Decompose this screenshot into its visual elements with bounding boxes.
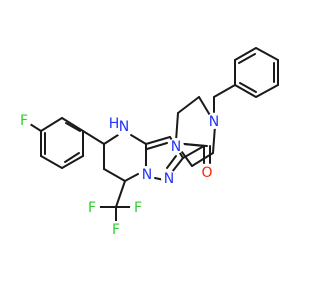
- atom-label: N: [209, 114, 219, 130]
- bond: [103, 134, 119, 145]
- bond: [103, 168, 126, 182]
- bond: [191, 152, 214, 167]
- molecule-structure: F N H N N O N N F: [16, 47, 279, 238]
- bond: [177, 96, 200, 114]
- bond: [171, 157, 184, 173]
- atom-label: N: [164, 171, 174, 187]
- bond: [239, 82, 257, 93]
- bond: [40, 155, 63, 169]
- bond: [124, 173, 139, 182]
- bond: [234, 84, 257, 98]
- atom-n-piperazine1: N: [168, 138, 184, 155]
- bond: [145, 136, 171, 145]
- bond: [146, 142, 168, 150]
- bond: [29, 123, 42, 132]
- atom-label: F: [20, 113, 28, 129]
- bond: [212, 125, 216, 154]
- bond: [166, 155, 177, 169]
- bond: [181, 151, 193, 167]
- atom-label: N: [119, 119, 129, 135]
- bond: [255, 84, 279, 98]
- atom-n-ring1: N: [139, 166, 155, 183]
- bond: [238, 53, 256, 64]
- bond: [115, 180, 126, 208]
- bond: [82, 130, 105, 145]
- atom-label: F: [112, 222, 120, 238]
- bond: [130, 134, 147, 145]
- atom-label: N: [171, 139, 181, 155]
- bond: [65, 122, 81, 132]
- bond: [255, 47, 279, 61]
- atom-n-ring2: N: [161, 170, 177, 187]
- atom-label: F: [134, 200, 142, 216]
- atom-labels: F N H N N O N N F: [16, 112, 222, 238]
- bond: [64, 152, 80, 163]
- bond: [175, 112, 179, 142]
- bond: [198, 96, 212, 118]
- atom-n-piperazine2: N: [206, 113, 222, 130]
- bond: [40, 117, 63, 132]
- atom-o-carbonyl: O: [199, 164, 215, 181]
- atom-f-cf3-right: F: [130, 199, 146, 216]
- atom-label: O: [201, 165, 212, 181]
- atom-label: N: [142, 167, 152, 183]
- bond: [182, 145, 205, 159]
- bond: [213, 84, 236, 98]
- atom-label: H: [109, 116, 120, 132]
- atom-f-cf3-bottom: F: [108, 221, 124, 238]
- atom-f-aryl: F: [16, 112, 32, 129]
- atom-label: F: [88, 200, 96, 216]
- bond: [61, 155, 84, 169]
- bonds: [29, 47, 279, 223]
- bond: [61, 117, 84, 132]
- bond: [234, 47, 257, 61]
- atom-nh: N H: [109, 116, 133, 137]
- atom-f-cf3-left: F: [84, 199, 100, 216]
